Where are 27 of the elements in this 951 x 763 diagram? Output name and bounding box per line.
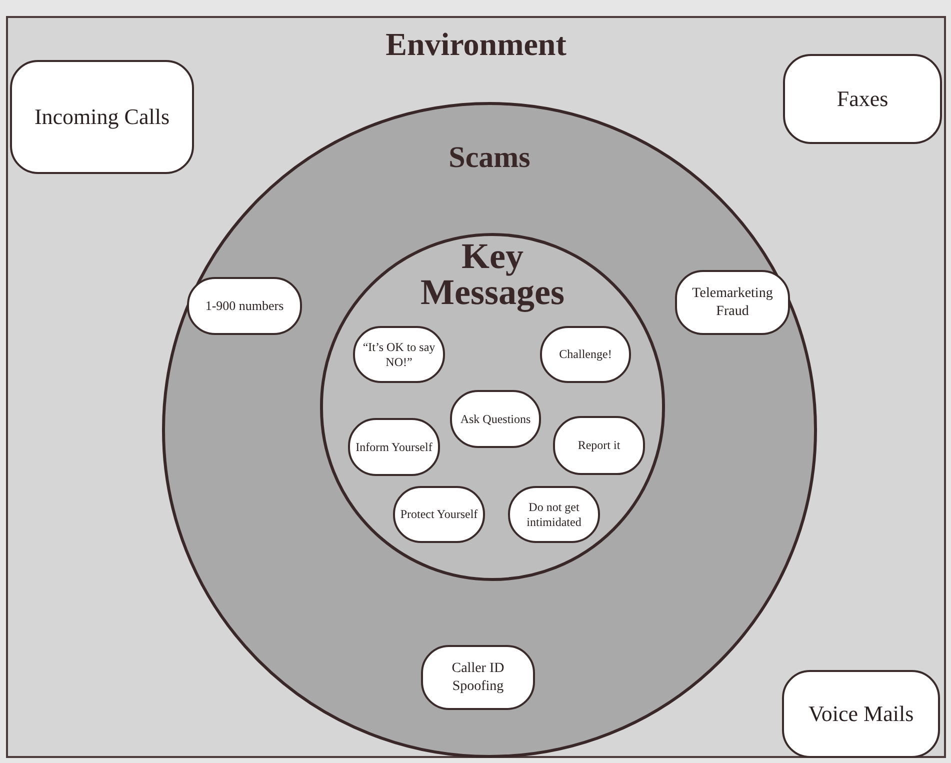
box-text: Incoming Calls [34,103,170,131]
rounded-box [553,416,645,475]
box-text: Ask Questions [460,412,531,426]
rounded-box [450,390,541,448]
box-text: Do not get intimidated [526,500,582,530]
rounded-box [782,670,940,758]
box-text: Protect Yourself [400,507,478,522]
rounded-box [348,418,440,476]
environment-frame [6,16,946,758]
box-text: Report it [578,438,620,453]
rounded-box [10,60,194,174]
box-text: Inform Yourself [356,440,432,454]
rounded-box [675,270,790,335]
box-text: Telemarketing Fraud [691,285,774,320]
box-text: Caller ID Spoofing [450,660,506,695]
zone-title: Key Messages [420,238,566,310]
rounded-box [187,277,302,335]
box-text: Challenge! [559,347,612,362]
rounded-box [508,486,600,543]
box-text: 1-900 numbers [205,298,284,314]
box-text: Faxes [836,85,888,113]
box-text: “It’s OK to say NO!” [362,340,436,370]
box-text: Voice Mails [808,700,914,728]
rounded-box [783,54,942,144]
zone-title: Scams [448,143,532,173]
zone-title: Environment [384,28,568,60]
rounded-box [421,645,535,710]
